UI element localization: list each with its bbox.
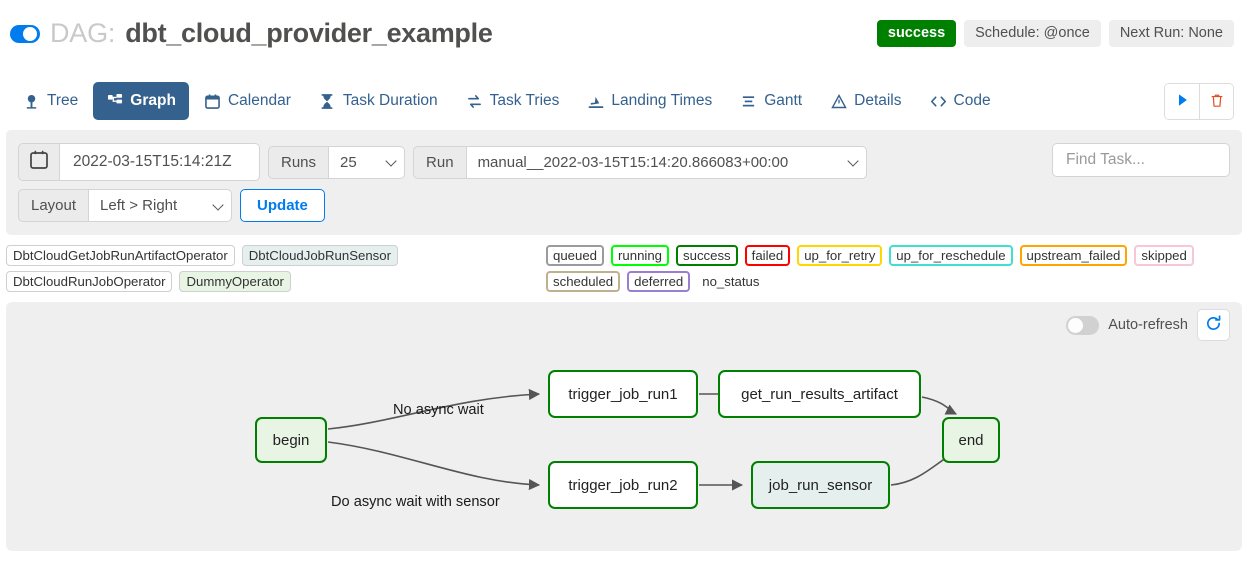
dag-title: DAG: dbt_cloud_provider_example: [10, 18, 493, 49]
base-date-group: 2022-03-15T15:14:21Z: [18, 143, 260, 181]
node-label: get_run_results_artifact: [741, 385, 898, 403]
trigger-dag-button[interactable]: [1165, 84, 1199, 119]
legend-state-upstream-failed[interactable]: upstream_failed: [1019, 245, 1128, 266]
tab-label: Task Tries: [489, 92, 560, 109]
dag-view-tabs: Tree Graph Calendar Task Duration Task T…: [0, 72, 1248, 130]
legend-operator[interactable]: DummyOperator: [179, 271, 291, 292]
tab-label: Graph: [130, 92, 176, 109]
dag-run-select[interactable]: manual__2022-03-15T15:14:20.866083+00:00: [466, 145, 867, 179]
schedule-badge: Schedule: @once: [964, 20, 1101, 47]
code-icon: [930, 93, 947, 110]
tab-label: Landing Times: [611, 92, 713, 109]
dag-filter-toolbar: 2022-03-15T15:14:21Z Runs 25 Run manual_…: [6, 130, 1242, 235]
tab-gantt[interactable]: Gantt: [727, 82, 815, 120]
dag-header: DAG: dbt_cloud_provider_example success …: [0, 0, 1248, 72]
legend-state-deferred[interactable]: deferred: [627, 271, 691, 292]
run-label: Run: [413, 145, 467, 179]
tab-label: Calendar: [227, 92, 291, 109]
retry-icon: [466, 93, 483, 110]
runs-label: Runs: [268, 145, 330, 179]
filter-row-layout: Layout Left > Right Update: [18, 189, 1230, 222]
find-task-input[interactable]: Find Task...: [1052, 143, 1230, 177]
dag-action-buttons: [1164, 83, 1234, 120]
tab-label: Task Duration: [342, 92, 438, 109]
runs-group: Runs 25: [268, 145, 406, 179]
graph-legend: DbtCloudGetJobRunArtifactOperator DbtClo…: [0, 235, 1248, 298]
dag-name: dbt_cloud_provider_example: [125, 18, 493, 48]
tab-label: Gantt: [764, 92, 803, 109]
tab-tree[interactable]: Tree: [10, 82, 91, 120]
layout-group: Layout Left > Right: [18, 189, 233, 222]
play-icon: [1176, 93, 1189, 110]
graph-node-end[interactable]: end: [942, 417, 1000, 463]
tab-calendar[interactable]: Calendar: [191, 82, 304, 120]
dag-graph-panel: Auto-refresh begin trigger_job_run1 get_…: [6, 302, 1242, 551]
triangle-alert-icon: [830, 93, 847, 110]
legend-state-skipped[interactable]: skipped: [1134, 245, 1194, 266]
base-date-input[interactable]: 2022-03-15T15:14:21Z: [60, 143, 260, 181]
tab-code[interactable]: Code: [917, 82, 1004, 120]
tab-task-duration[interactable]: Task Duration: [306, 82, 451, 120]
dag-pause-toggle[interactable]: [10, 24, 40, 43]
tab-graph[interactable]: Graph: [93, 82, 189, 120]
legend-state-no-status: no_status: [702, 274, 760, 289]
graph-node-get-run-results-artifact[interactable]: get_run_results_artifact: [718, 370, 921, 418]
graph-edges: [327, 388, 958, 491]
operator-legend: DbtCloudGetJobRunArtifactOperator DbtClo…: [6, 245, 546, 292]
tree-icon: [23, 93, 40, 110]
legend-state-failed[interactable]: failed: [744, 245, 791, 266]
landing-icon: [587, 93, 604, 110]
hourglass-icon: [319, 93, 336, 110]
legend-state-running[interactable]: running: [611, 245, 670, 266]
run-group: Run manual__2022-03-15T15:14:20.866083+0…: [413, 145, 867, 179]
node-label: trigger_job_run1: [568, 385, 678, 403]
graph-node-trigger-job-run2[interactable]: trigger_job_run2: [548, 461, 698, 509]
edge-label-do-async-wait: Do async wait with sensor: [331, 494, 500, 510]
status-badge: success: [876, 20, 957, 47]
num-runs-select[interactable]: 25: [329, 145, 406, 179]
dag-label: DAG:: [50, 18, 116, 48]
graph-node-trigger-job-run1[interactable]: trigger_job_run1: [548, 370, 698, 418]
refresh-button[interactable]: [1197, 309, 1230, 341]
legend-state-queued[interactable]: queued: [546, 245, 605, 266]
trash-icon: [1210, 93, 1224, 111]
legend-state-scheduled[interactable]: scheduled: [546, 271, 621, 292]
refresh-icon: [1205, 315, 1222, 335]
auto-refresh-toggle[interactable]: [1066, 315, 1100, 335]
edge-label-no-async-wait: No async wait: [393, 402, 484, 418]
tab-label: Tree: [47, 92, 79, 109]
legend-state-up-for-reschedule[interactable]: up_for_reschedule: [889, 245, 1013, 266]
tab-landing-times[interactable]: Landing Times: [574, 82, 725, 120]
update-button[interactable]: Update: [240, 189, 325, 222]
next-run-badge: Next Run: None: [1108, 20, 1234, 47]
legend-state-success[interactable]: success: [676, 245, 738, 266]
layout-select[interactable]: Left > Right: [89, 189, 233, 222]
legend-operator[interactable]: DbtCloudJobRunSensor: [241, 245, 398, 266]
tab-task-tries[interactable]: Task Tries: [453, 82, 573, 120]
legend-operator[interactable]: DbtCloudGetJobRunArtifactOperator: [6, 245, 235, 266]
layout-label: Layout: [18, 189, 90, 222]
node-label: job_run_sensor: [768, 476, 873, 494]
auto-refresh-label: Auto-refresh: [1108, 317, 1188, 333]
delete-dag-button[interactable]: [1199, 84, 1233, 119]
filter-row-primary: 2022-03-15T15:14:21Z Runs 25 Run manual_…: [18, 143, 1230, 181]
node-label: trigger_job_run2: [568, 476, 678, 494]
state-legend: queued running success failed up_for_ret…: [546, 245, 1242, 292]
graph-node-begin[interactable]: begin: [255, 417, 327, 463]
calendar-icon: [30, 150, 48, 174]
graph-node-job-run-sensor[interactable]: job_run_sensor: [751, 461, 890, 509]
calendar-picker-button[interactable]: [18, 143, 60, 181]
tab-details[interactable]: Details: [817, 82, 914, 120]
graph-icon: [106, 93, 123, 110]
tab-label: Details: [854, 92, 902, 109]
auto-refresh-controls: Auto-refresh: [1066, 309, 1230, 341]
node-label: end: [958, 431, 984, 449]
calendar-icon: [204, 93, 221, 110]
node-label: begin: [272, 431, 310, 449]
legend-state-up-for-retry[interactable]: up_for_retry: [797, 245, 883, 266]
legend-operator[interactable]: DbtCloudRunJobOperator: [6, 271, 173, 292]
gantt-icon: [740, 93, 757, 110]
tab-label: Code: [953, 92, 991, 109]
header-badges: success Schedule: @once Next Run: None: [876, 20, 1234, 47]
